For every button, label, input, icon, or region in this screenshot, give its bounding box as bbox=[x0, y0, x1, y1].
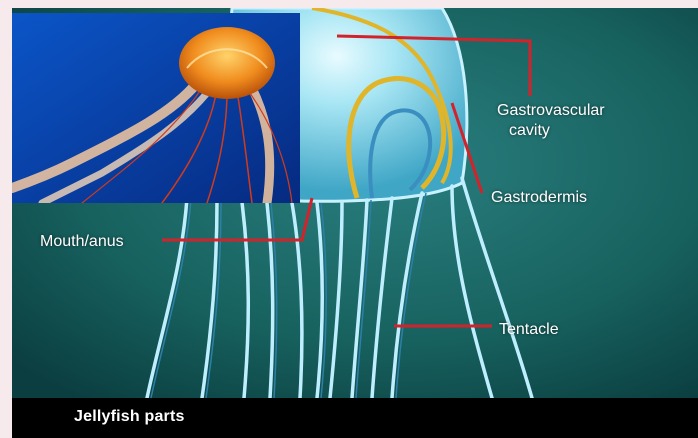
label-gastrovascular-line2: cavity bbox=[509, 121, 550, 140]
caption-bar: Jellyfish parts bbox=[12, 398, 698, 438]
label-mouth-anus: Mouth/anus bbox=[40, 232, 124, 251]
label-tentacle: Tentacle bbox=[499, 320, 559, 339]
photo-canvas bbox=[12, 13, 300, 203]
label-gastrovascular-line1: Gastrovascular bbox=[497, 101, 605, 120]
figure-caption: Jellyfish parts bbox=[74, 408, 185, 426]
label-gastrodermis: Gastrodermis bbox=[491, 188, 587, 207]
jellyfish-photo bbox=[12, 13, 300, 203]
photo-jellyfish-bell bbox=[179, 27, 275, 99]
